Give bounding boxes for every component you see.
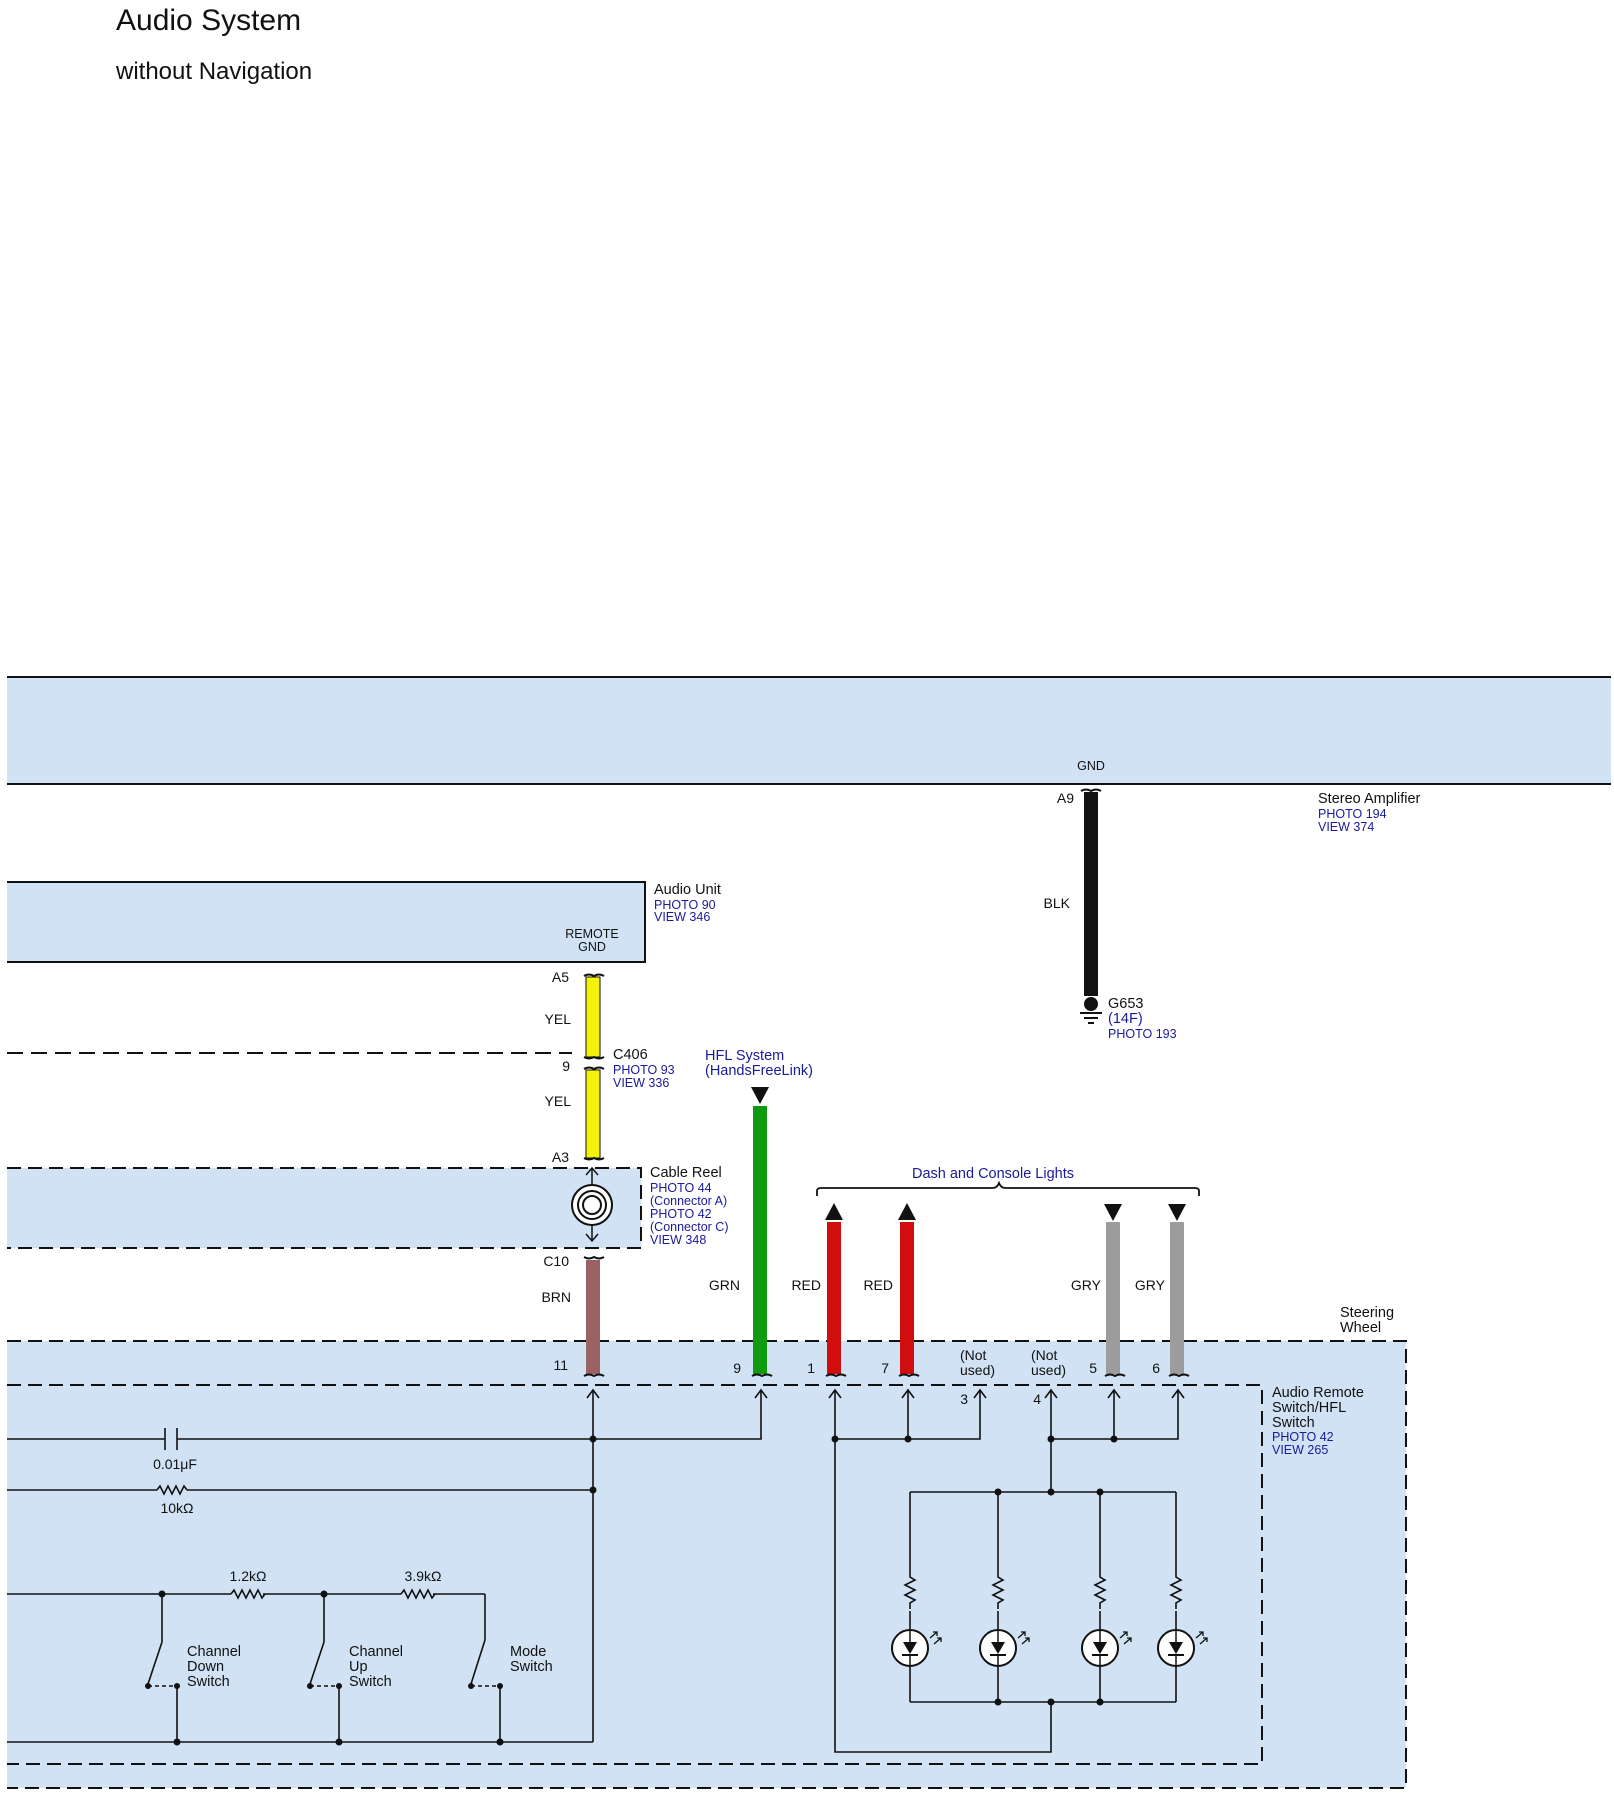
wire-yel-label-1: YEL [545, 1011, 572, 1027]
resistor-3-9k [400, 1588, 436, 1600]
gry-arrow-down-icon [1104, 1204, 1122, 1221]
c406-view-link[interactable]: VIEW 336 [613, 1076, 669, 1090]
wire-yel-lower [585, 1069, 601, 1159]
wire-yel-label-2: YEL [545, 1093, 572, 1109]
wire-blk-label: BLK [1044, 895, 1071, 911]
wire-red-label-1: RED [791, 1277, 821, 1293]
switch-down-label-2: Down [187, 1659, 224, 1675]
cable-reel-name: Cable Reel [650, 1165, 722, 1181]
stereo-amp-name: Stereo Amplifier [1318, 791, 1421, 807]
red-arrow-up-icon-2 [898, 1203, 916, 1220]
audio-unit-panel [7, 882, 645, 962]
wire-brn [586, 1260, 600, 1374]
wire-yel-upper [585, 976, 601, 1058]
switch-mode-label-2: Switch [510, 1659, 553, 1675]
c406-name: C406 [613, 1047, 648, 1063]
switch-down-label-3: Switch [187, 1674, 230, 1690]
audio-unit-pin: A5 [552, 969, 569, 985]
hfl-arrow-icon [751, 1087, 769, 1104]
not-used-label-b1: (Not [1031, 1347, 1058, 1363]
switch-mode-label-1: Mode [510, 1644, 546, 1660]
dash-lights-link[interactable]: Dash and Console Lights [912, 1166, 1074, 1182]
page-title: Audio System [116, 4, 302, 37]
hfl-system-link[interactable]: HFL System [705, 1048, 784, 1064]
switch-up-label-1: Channel [349, 1644, 403, 1660]
cable-reel-conn-c: (Connector C) [650, 1220, 729, 1234]
wire-gry-label-2: GRY [1135, 1277, 1166, 1293]
cable-reel-photo-c-link[interactable]: PHOTO 42 [650, 1207, 712, 1221]
c406-photo-link[interactable]: PHOTO 93 [613, 1063, 675, 1077]
g653-size: (14F) [1108, 1011, 1143, 1027]
steering-wheel-panel [7, 1341, 1406, 1788]
cable-reel-photo-a-link[interactable]: PHOTO 44 [650, 1181, 712, 1195]
audio-unit-pin-label-2: GND [578, 940, 606, 954]
stereo-amp-view-link[interactable]: VIEW 374 [1318, 820, 1374, 834]
g653-photo-link[interactable]: PHOTO 193 [1108, 1027, 1177, 1041]
remote-switch-name-1: Audio Remote [1272, 1385, 1364, 1401]
wire-red-1 [827, 1222, 841, 1374]
cable-reel-panel [7, 1168, 641, 1248]
g653-name: G653 [1108, 996, 1143, 1012]
audio-unit-view-link[interactable]: VIEW 346 [654, 910, 710, 924]
steering-wheel-label-1: Steering [1340, 1305, 1394, 1321]
resistor-3-9k-value: 3.9kΩ [405, 1568, 442, 1584]
audio-unit-name: Audio Unit [654, 882, 721, 898]
page-subtitle: without Navigation [116, 58, 313, 85]
wire-grn [753, 1106, 767, 1374]
stereo-amp-photo-link[interactable]: PHOTO 194 [1318, 807, 1387, 821]
remote-switch-name-2: Switch/HFL [1272, 1400, 1346, 1416]
stereo-amp-pin-label: GND [1077, 759, 1105, 773]
pin-7: 7 [881, 1360, 889, 1376]
wire-gry-5 [1106, 1222, 1120, 1374]
stereo-amplifier-panel [7, 677, 1611, 784]
gry-arrow-down-icon-2 [1168, 1204, 1186, 1221]
wire-red-7 [900, 1222, 914, 1374]
pin-3: 3 [960, 1391, 968, 1407]
remote-switch-photo-link[interactable]: PHOTO 42 [1272, 1430, 1334, 1444]
wire-grn-label: GRN [709, 1277, 740, 1293]
cable-reel-conn-a: (Connector A) [650, 1194, 727, 1208]
pin-5: 5 [1089, 1360, 1097, 1376]
resistor-10k-value: 10kΩ [160, 1500, 193, 1516]
wire-brn-label: BRN [541, 1289, 571, 1305]
pin-11: 11 [553, 1357, 568, 1373]
internal-wiring [7, 1390, 1179, 1753]
not-used-label-a1: (Not [960, 1347, 987, 1363]
audio-unit-pin-label-1: REMOTE [565, 927, 618, 941]
not-used-label-a2: used) [960, 1362, 995, 1378]
remote-switch-view-link[interactable]: VIEW 265 [1272, 1443, 1328, 1457]
switch-down-label-1: Channel [187, 1644, 241, 1660]
pin-6: 6 [1152, 1360, 1160, 1376]
resistor-1-2k-value: 1.2kΩ [230, 1568, 267, 1584]
ground-icon [1084, 997, 1098, 1011]
hfl-system-sub: (HandsFreeLink) [705, 1063, 813, 1079]
cable-reel-view-link[interactable]: VIEW 348 [650, 1233, 706, 1247]
steering-wheel-label-2: Wheel [1340, 1320, 1381, 1336]
wire-gry-label-1: GRY [1071, 1277, 1102, 1293]
resistor-1-2k [230, 1588, 266, 1600]
red-arrow-up-icon [825, 1203, 843, 1220]
pin-4: 4 [1033, 1391, 1041, 1407]
wire-blk [1084, 792, 1098, 996]
resistor-10k [156, 1484, 188, 1496]
cable-reel-pin-bottom: C10 [543, 1253, 569, 1269]
capacitor-value: 0.01μF [153, 1456, 197, 1472]
pin-9: 9 [733, 1360, 741, 1376]
audio-unit-photo-link[interactable]: PHOTO 90 [654, 898, 716, 912]
dash-lights-bracket [816, 1180, 1200, 1196]
remote-switch-name-3: Switch [1272, 1415, 1315, 1431]
wire-red-label-2: RED [863, 1277, 893, 1293]
not-used-label-b2: used) [1031, 1362, 1066, 1378]
switch-up-label-2: Up [349, 1659, 368, 1675]
switch-up-label-3: Switch [349, 1674, 392, 1690]
pin-1: 1 [807, 1360, 815, 1376]
wire-gry-6 [1170, 1222, 1184, 1374]
cable-reel-pin-top: A3 [552, 1149, 569, 1165]
c406-pin: 9 [562, 1058, 570, 1074]
stereo-amp-pin: A9 [1057, 790, 1074, 806]
